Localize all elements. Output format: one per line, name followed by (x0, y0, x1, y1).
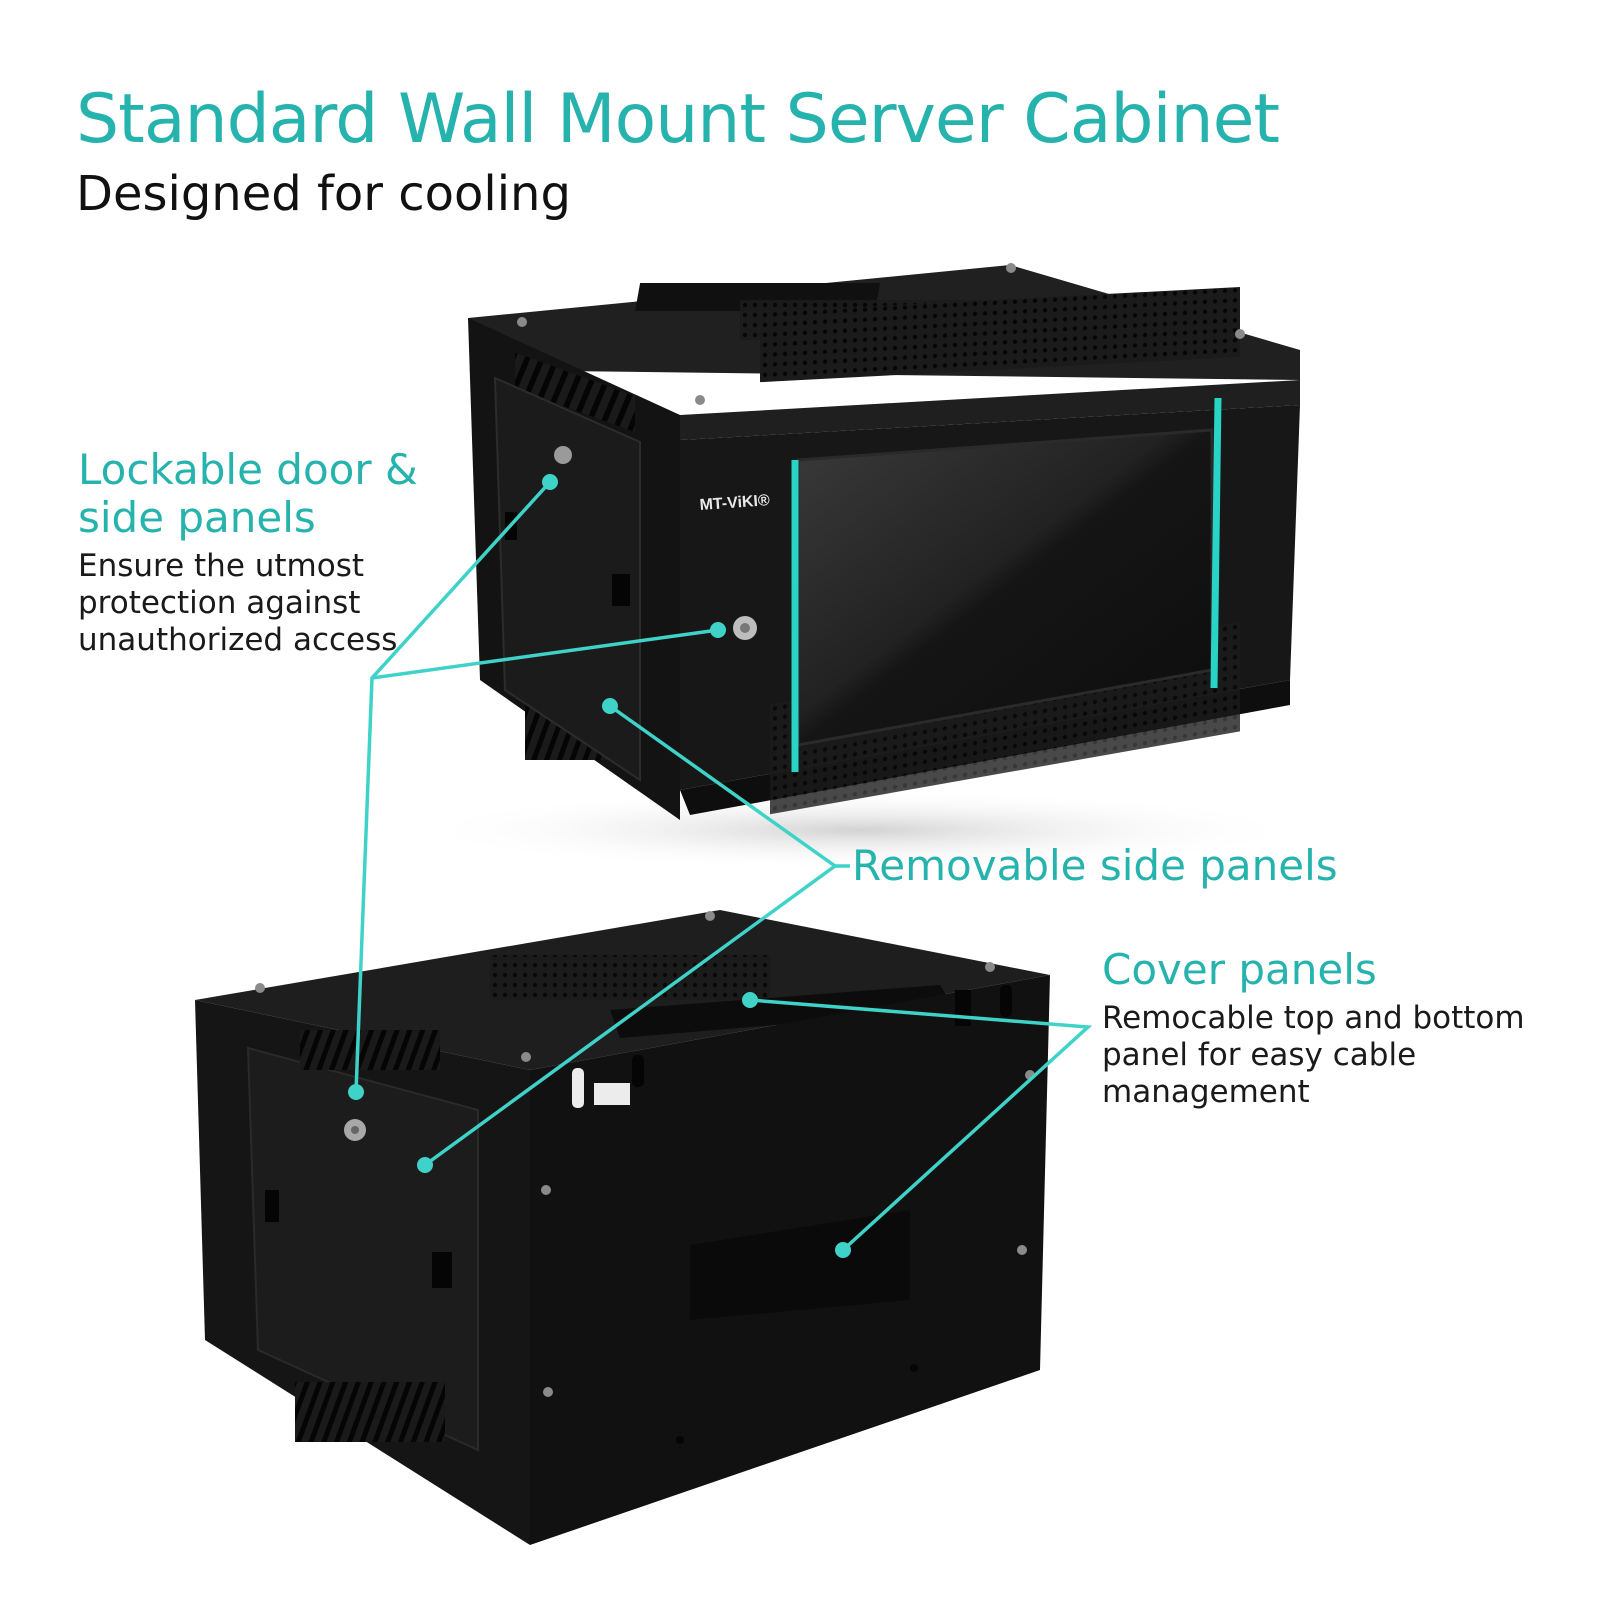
callout-dots (348, 474, 851, 1258)
side-lock-icon (554, 446, 572, 464)
top-cabinet: MT-ViKI® (410, 263, 1310, 870)
cover-body-line: panel for easy cable (1102, 1037, 1417, 1073)
lockable-title-line: side panels (78, 493, 316, 542)
page-title: Standard Wall Mount Server Cabinet (76, 80, 1280, 159)
cover-callout-title: Cover panels (1102, 945, 1377, 994)
cover-callout-body: Remocable top and bottom panel for easy … (1102, 1000, 1525, 1111)
lockable-callout-body: Ensure the utmost protection against una… (78, 548, 397, 659)
removable-callout-title: Removable side panels (852, 841, 1338, 890)
lockable-body-line: protection against (78, 585, 361, 621)
callout-lines (354, 480, 1093, 1252)
bottom-cabinet (195, 910, 1050, 1545)
lockable-body-line: Ensure the utmost (78, 548, 365, 584)
page-subtitle: Designed for cooling (76, 166, 571, 222)
cover-body-line: Remocable top and bottom (1102, 1000, 1525, 1036)
cover-body-line: management (1102, 1074, 1310, 1110)
lockable-title-line: Lockable door & (78, 445, 418, 494)
lockable-callout-title: Lockable door & side panels (78, 446, 418, 542)
lockable-body-line: unauthorized access (78, 622, 398, 658)
brand-logo: MT-ViKI® (699, 492, 770, 514)
